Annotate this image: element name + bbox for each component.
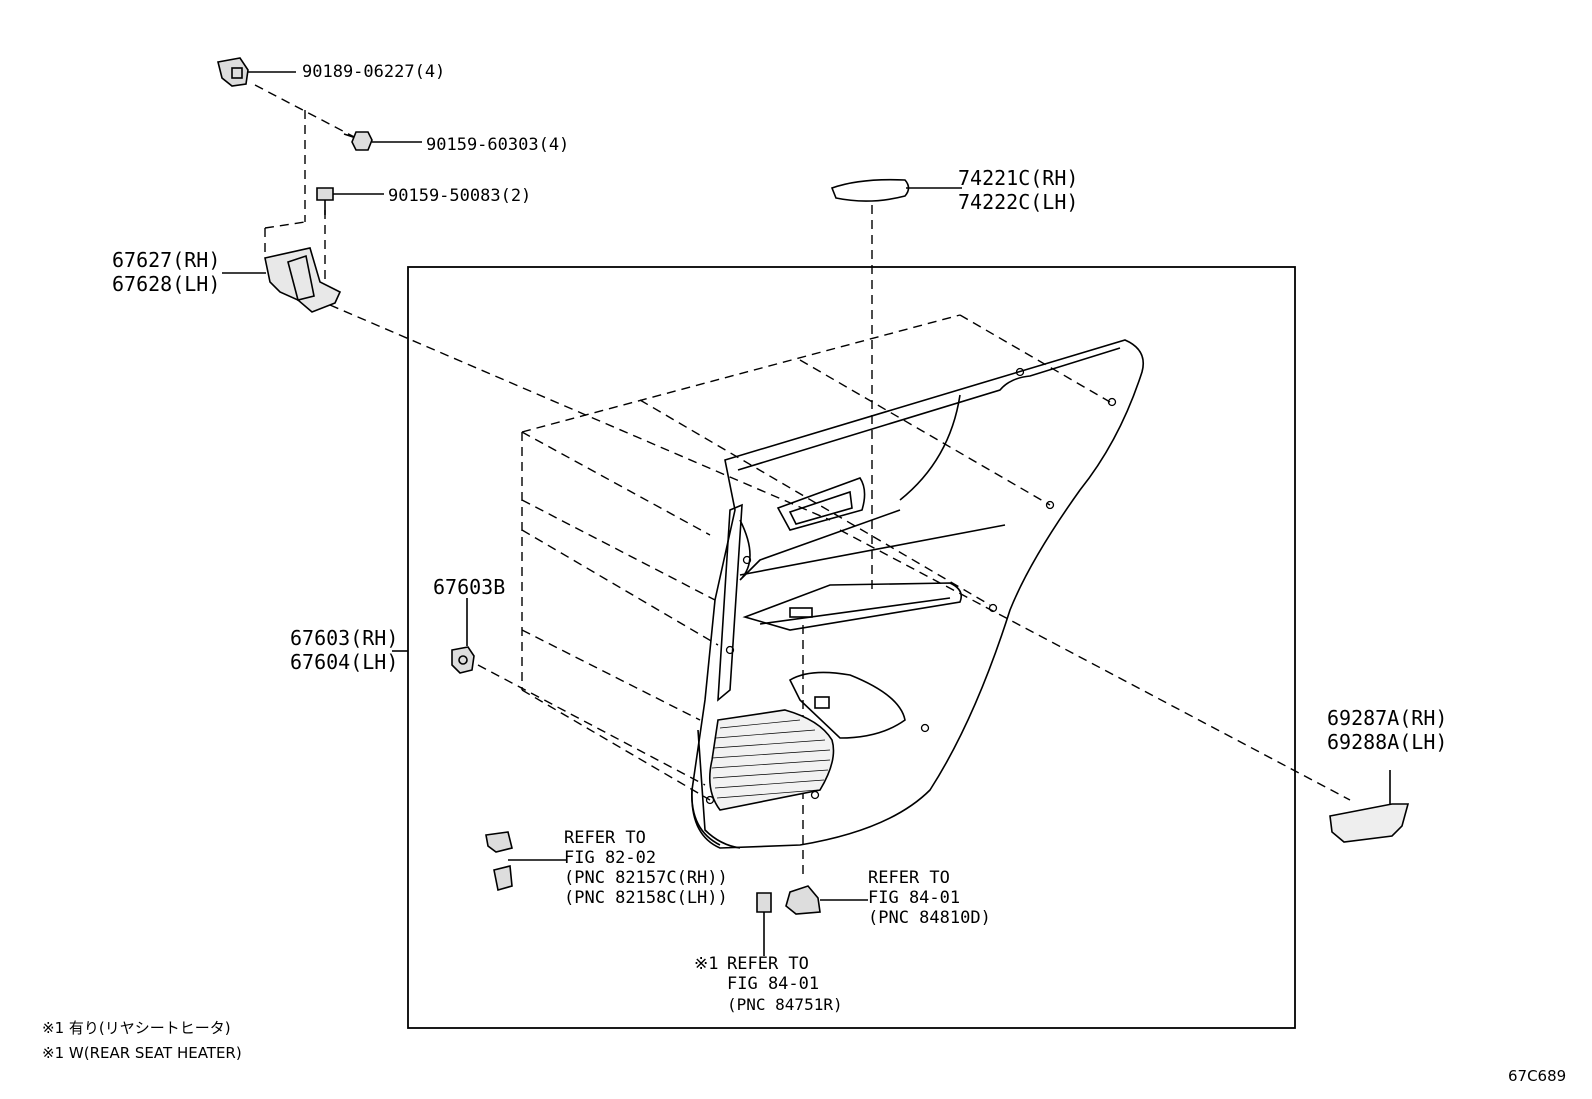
ref3-line3: (PNC 84751R) bbox=[727, 995, 843, 1014]
label-67604-lh: 67604(LH) bbox=[290, 650, 399, 674]
label-69287a-rh: 69287A(RH) bbox=[1327, 706, 1448, 730]
note-jp: ※1 有り(リヤシートヒータ) bbox=[42, 1019, 231, 1037]
label-74221c-rh: 74221C(RH) bbox=[958, 166, 1079, 190]
label-67603b: 67603B bbox=[433, 575, 506, 599]
panel-frame bbox=[407, 266, 1296, 1029]
ref3-line2: FIG 84-01 bbox=[727, 974, 820, 994]
ref2-switch bbox=[785, 885, 821, 915]
garnish-69287 bbox=[1329, 803, 1410, 843]
ref1-line3: (PNC 82157C(RH)) bbox=[564, 868, 728, 888]
note-en: ※1 W(REAR SEAT HEATER) bbox=[42, 1044, 242, 1062]
ref3-mark: ※1 bbox=[694, 954, 719, 974]
ref3-line1: REFER TO bbox=[727, 954, 809, 974]
ref2-line1: REFER TO bbox=[868, 868, 950, 888]
clip-67603b bbox=[451, 646, 475, 674]
label-67627-rh: 67627(RH) bbox=[112, 248, 221, 272]
label-67603-rh: 67603(RH) bbox=[290, 626, 399, 650]
speaker-grille bbox=[709, 709, 835, 811]
ref1-part bbox=[485, 831, 513, 853]
ref2-line2: FIG 84-01 bbox=[868, 888, 961, 908]
label-90159-60303: 90159-60303(4) bbox=[426, 135, 570, 155]
label-67628-lh: 67628(LH) bbox=[112, 272, 221, 296]
ref3-connector bbox=[756, 892, 772, 913]
pad-74221 bbox=[830, 178, 910, 202]
label-90159-50083: 90159-50083(2) bbox=[388, 186, 532, 206]
ref2-line3: (PNC 84810D) bbox=[868, 908, 991, 928]
clip-90189 bbox=[217, 57, 249, 87]
label-90189: 90189-06227(4) bbox=[302, 62, 446, 82]
ref1-line4: (PNC 82158C(LH)) bbox=[564, 888, 728, 908]
bracket-67627 bbox=[264, 247, 342, 313]
label-74222c-lh: 74222C(LH) bbox=[958, 190, 1079, 214]
ref1-line1: REFER TO bbox=[564, 828, 646, 848]
guide-lines bbox=[254, 84, 1351, 880]
screw-50083 bbox=[316, 187, 334, 201]
door-trim-panel bbox=[691, 339, 1144, 849]
figure-id: 67C689 bbox=[1508, 1067, 1567, 1085]
ref1-line2: FIG 82-02 bbox=[564, 848, 657, 868]
label-69288a-lh: 69288A(LH) bbox=[1327, 730, 1448, 754]
